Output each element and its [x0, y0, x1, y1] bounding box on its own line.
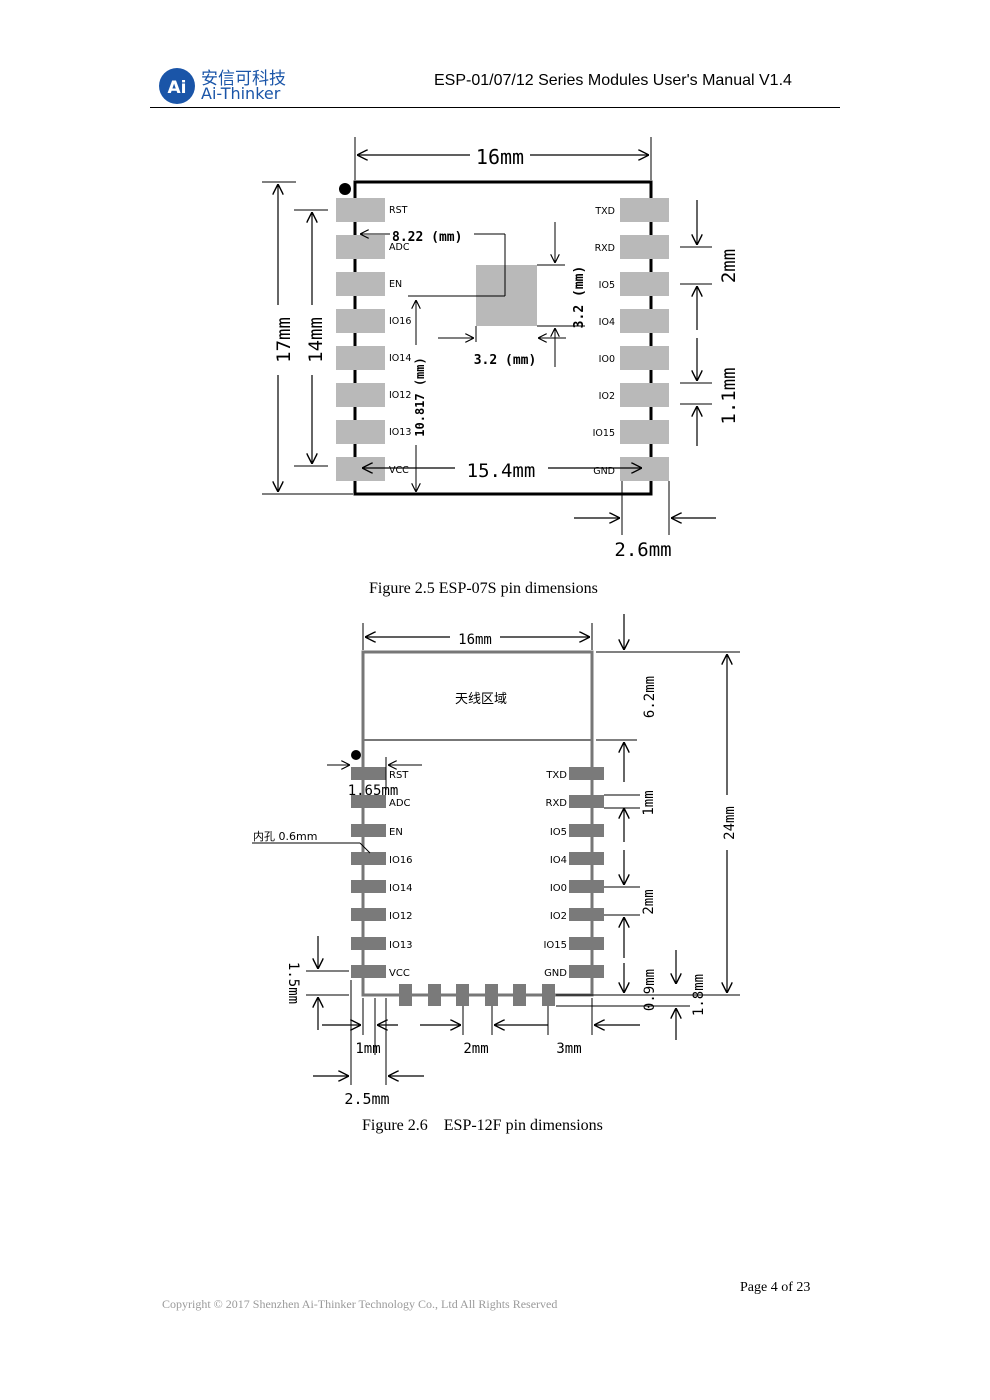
- pin-label: VCC: [389, 465, 409, 476]
- dim-pin-span: 14mm: [305, 317, 327, 363]
- logo-en-text: Ai-Thinker: [201, 84, 281, 103]
- logo-cn-text: 安信可科技: [201, 69, 286, 89]
- dim-width-12f: 16mm: [458, 632, 492, 648]
- dim-ep-w: 3.2 (mm): [474, 353, 537, 368]
- esp12f-left-pin-labels: RST ADC EN IO16 IO14 IO12 IO13 VCC: [389, 770, 413, 979]
- dim-ep-y: 10.817 (mm): [413, 357, 427, 436]
- figure-2-6-caption: Figure 2.6 ESP-12F pin dimensions: [362, 1117, 603, 1134]
- pin-label: RST: [389, 770, 409, 781]
- esp07s-outline: [353, 180, 653, 496]
- dim-pad-2: 2mm: [641, 889, 657, 914]
- svg-text:Ai: Ai: [168, 78, 187, 98]
- pin-label: IO2: [550, 911, 567, 922]
- pin-label: IO14: [389, 353, 411, 364]
- dim-pitch-2: 2mm: [718, 249, 740, 283]
- pin-label: IO13: [389, 427, 411, 438]
- dim-bottom-2-5: 2.5mm: [344, 1090, 389, 1108]
- dim-bottom-2: 2mm: [463, 1041, 488, 1057]
- pin-label: EN: [389, 827, 403, 838]
- pin-label: IO2: [599, 391, 615, 402]
- pin-label: EN: [389, 279, 402, 290]
- pin-label: IO16: [389, 855, 413, 866]
- pin-label: TXD: [594, 206, 615, 217]
- esp07s-left-pads: [336, 198, 385, 481]
- copyright-text: Copyright © 2017 Shenzhen Ai-Thinker Tec…: [162, 1297, 558, 1311]
- pin-label: IO12: [389, 911, 413, 922]
- dim-antenna-h: 6.2mm: [642, 676, 658, 718]
- esp12f-right-pads: [569, 767, 604, 978]
- dim-pad-span: 15.4mm: [467, 460, 536, 482]
- dim-height: 17mm: [273, 317, 295, 363]
- pin-label: IO0: [550, 883, 567, 894]
- esp12f-left-pads: [351, 767, 386, 978]
- dim-0-9: 0.9mm: [642, 969, 658, 1011]
- pin-label: ADC: [389, 798, 411, 809]
- pin-label: IO15: [543, 940, 567, 951]
- pin-label: ADC: [389, 242, 410, 253]
- esp07s-right-pads: [620, 198, 669, 481]
- dim-pin-pitch: 1mm: [641, 790, 657, 815]
- dim-ep-x: 8.22 (mm): [392, 230, 462, 245]
- esp07s-right-pin-labels: TXD RXD IO5 IO4 IO0 IO2 IO15 GND: [593, 206, 615, 477]
- pin-label: RXD: [595, 243, 615, 254]
- pin1-marker: [339, 183, 351, 195]
- esp12f-bottom-pads: [399, 984, 555, 1006]
- dim-ep-h: 3.2 (mm): [572, 266, 587, 329]
- dim-pad-1-1: 1.1mm: [718, 367, 740, 424]
- antenna-area-label: 天线区域: [455, 692, 507, 707]
- dim-1-65: 1.65mm: [348, 783, 399, 799]
- pin-label: IO5: [599, 280, 615, 291]
- pin-label: GND: [544, 968, 567, 979]
- esp12f-outline: [361, 650, 594, 997]
- pin-label: IO14: [389, 883, 413, 894]
- dim-1-5: 1.5mm: [285, 962, 301, 1004]
- pin-label: IO5: [550, 827, 567, 838]
- esp07s-left-pin-labels: RST ADC EN IO16 IO14 IO12 IO13 VCC: [389, 205, 411, 476]
- pin-label: GND: [593, 466, 615, 477]
- dim-width: 16mm: [476, 145, 524, 169]
- document-title: ESP-01/07/12 Series Modules User's Manua…: [434, 72, 792, 89]
- pin-label: IO15: [593, 428, 615, 439]
- pin-label: IO4: [599, 317, 615, 328]
- pin-label: RST: [389, 205, 408, 216]
- dim-bottom-3: 3mm: [556, 1041, 581, 1057]
- header-divider: [150, 107, 840, 108]
- pin-label: IO4: [550, 855, 567, 866]
- pin1-marker: [351, 750, 361, 760]
- figure-2-5-caption: Figure 2.5 ESP-07S pin dimensions: [369, 580, 598, 597]
- dim-height-12f: 24mm: [722, 806, 738, 840]
- pin-label: IO0: [599, 354, 615, 365]
- dim-bottom-1: 1mm: [355, 1041, 380, 1057]
- page-number: Page 4 of 23: [740, 1280, 811, 1295]
- pin-label: IO16: [389, 316, 411, 327]
- esp12f-right-pin-labels: TXD RXD IO5 IO4 IO0 IO2 IO15 GND: [543, 770, 567, 979]
- dim-pad-offset: 2.6mm: [614, 539, 671, 561]
- logo-mark-icon: Ai: [159, 68, 195, 104]
- pin-label: VCC: [389, 968, 410, 979]
- pin-label: RXD: [546, 798, 568, 809]
- company-logo: Ai 安信可科技 Ai-Thinker: [158, 64, 298, 108]
- pin-label: IO12: [389, 390, 411, 401]
- dim-1-8: 1.8mm: [691, 974, 707, 1016]
- pin-label: TXD: [545, 770, 567, 781]
- hole-label: 内孔 0.6mm: [253, 829, 317, 843]
- pin-label: IO13: [389, 940, 413, 951]
